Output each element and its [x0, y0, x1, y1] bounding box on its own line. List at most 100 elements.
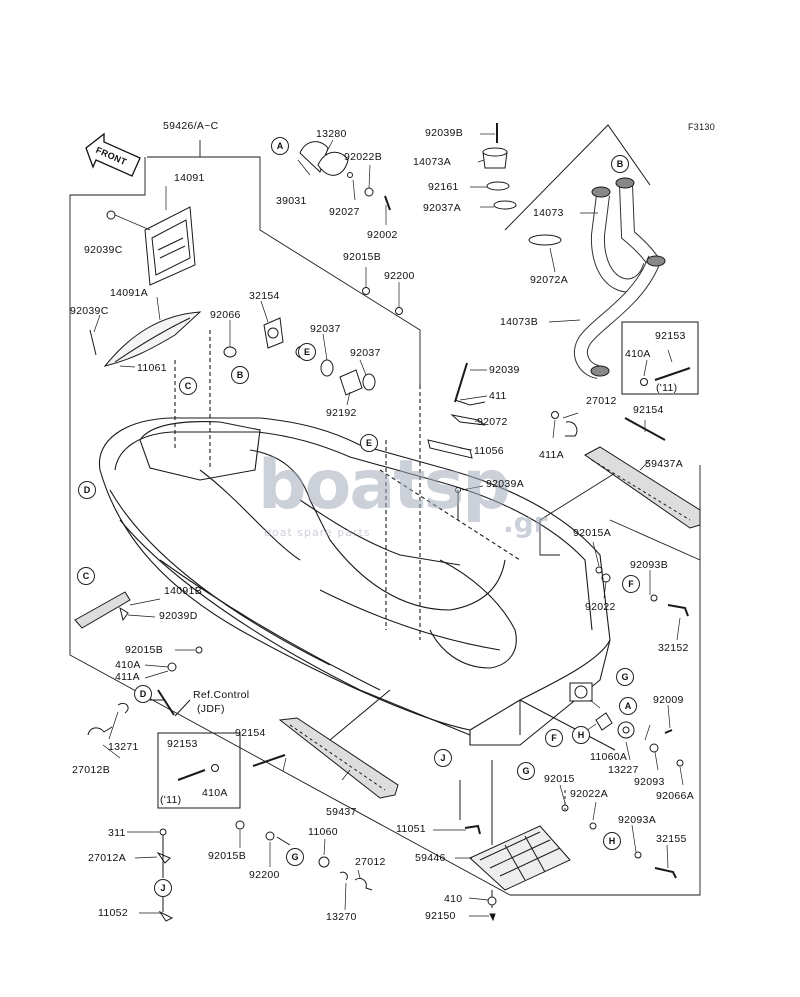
label-92153-top: 92153	[655, 330, 686, 342]
part-92039-rod	[428, 363, 577, 520]
label-92066: 92066	[210, 309, 241, 321]
part-59437-step	[253, 690, 398, 798]
callout-J-mid: J	[434, 749, 452, 767]
label-92192: 92192	[326, 407, 357, 419]
part-14073-hose	[529, 178, 665, 376]
label-92093A: 92093A	[618, 814, 657, 826]
label-92200-top: 92200	[384, 270, 415, 282]
label-92154-mid: 92154	[235, 727, 266, 739]
label-92154-top: 92154	[633, 404, 664, 416]
label-410A-left: 410A	[115, 659, 141, 671]
label-39031: 39031	[276, 195, 307, 207]
label-92015B-left: 92015B	[125, 644, 164, 656]
bolt-92153-top	[641, 368, 691, 386]
label-410A-top: 410A	[625, 348, 651, 360]
label-410A-box: 410A	[202, 787, 228, 799]
label-92039: 92039	[489, 364, 520, 376]
callout-A-top: A	[271, 137, 289, 155]
part-14091B-grille	[75, 592, 130, 628]
callout-B-hull: B	[231, 366, 249, 384]
label-92161: 92161	[428, 181, 459, 193]
label-59446: 59446	[415, 852, 446, 864]
label-11060: 11060	[308, 826, 338, 838]
label-410: 410	[444, 893, 463, 905]
callout-H-mid: H	[572, 726, 590, 744]
label-92015A: 92015A	[573, 527, 612, 539]
label-14091A: 14091A	[110, 287, 149, 299]
label-32152: 32152	[658, 642, 689, 654]
label-13270: 13270	[326, 911, 357, 923]
label-jdf: (JDF)	[197, 703, 225, 715]
part-left-small	[88, 647, 202, 735]
watermark-tagline: boat spare parts	[264, 526, 371, 539]
part-bottom-left	[158, 829, 172, 921]
part-92066-plug	[224, 347, 236, 357]
part-bottom-mid	[236, 821, 372, 890]
part-59437A-step	[585, 418, 700, 528]
label-92039B: 92039B	[425, 127, 464, 139]
front-arrow-icon	[86, 134, 140, 176]
label-411A-left: 411A	[115, 671, 140, 683]
label-92015-r: 92015	[544, 773, 575, 785]
label-92093: 92093	[634, 776, 665, 788]
callout-F-mid: F	[545, 729, 563, 747]
label-11-box: ('11)	[160, 794, 182, 806]
label-92015B-top: 92015B	[343, 251, 382, 263]
label-92039A: 92039A	[486, 478, 525, 490]
label-32154: 32154	[249, 290, 280, 302]
callout-E-top: E	[298, 343, 316, 361]
label-ref-control: Ref.Control	[193, 689, 250, 701]
label-27012-bot: 27012	[355, 856, 386, 868]
label-14091B: 14091B	[164, 585, 203, 597]
callout-C-left: C	[77, 567, 95, 585]
label-59437A: 59437A	[645, 458, 684, 470]
label-92039C-left: 92039C	[70, 305, 109, 317]
label-13227: 13227	[608, 764, 639, 776]
callout-H-bottom: H	[603, 832, 621, 850]
label-59437: 59437	[326, 806, 357, 818]
label-11-top: ('11)	[656, 382, 678, 394]
label-311: 311	[108, 827, 126, 839]
box-92153-left	[158, 733, 240, 808]
label-59426: 59426/A~C	[163, 120, 219, 132]
watermark-suffix: .gr	[503, 506, 548, 539]
label-411A-top: 411A	[539, 449, 564, 461]
label-11060A: 11060A	[590, 751, 628, 763]
part-13280-cap	[300, 142, 403, 315]
callout-G-mid: G	[517, 762, 535, 780]
label-92022B: 92022B	[344, 151, 383, 163]
label-92150: 92150	[425, 910, 456, 922]
part-jet-fittings	[520, 683, 683, 878]
label-32155: 32155	[656, 833, 687, 845]
group-bracket-lines	[70, 140, 700, 895]
label-92015B-bot: 92015B	[208, 850, 247, 862]
callout-D-left: D	[134, 685, 152, 703]
label-11061: 11061	[137, 362, 167, 374]
callout-F-right: F	[622, 575, 640, 593]
label-92093B: 92093B	[630, 559, 669, 571]
callout-G-bottom: G	[286, 848, 304, 866]
label-411: 411	[489, 390, 507, 402]
label-92039D: 92039D	[159, 610, 198, 622]
part-14091-plate	[107, 207, 195, 285]
label-27012A: 27012A	[88, 852, 127, 864]
callout-A-right: A	[619, 697, 637, 715]
label-92072: 92072	[477, 416, 508, 428]
label-13280: 13280	[316, 128, 347, 140]
callout-E-hull: E	[360, 434, 378, 452]
part-14091A-scoop	[90, 312, 200, 366]
figure-code: F3130	[688, 122, 716, 132]
hull-body	[99, 330, 610, 745]
label-27012B: 27012B	[72, 764, 111, 776]
label-14073B: 14073B	[500, 316, 539, 328]
label-92072A: 92072A	[530, 274, 569, 286]
label-92037-a: 92037	[310, 323, 341, 335]
callout-D-hull: D	[78, 481, 96, 499]
box-92153-top	[622, 322, 698, 394]
label-92037A: 92037A	[423, 202, 462, 214]
label-92022: 92022	[585, 601, 616, 613]
label-92022A: 92022A	[570, 788, 609, 800]
label-27012-top: 27012	[586, 395, 617, 407]
